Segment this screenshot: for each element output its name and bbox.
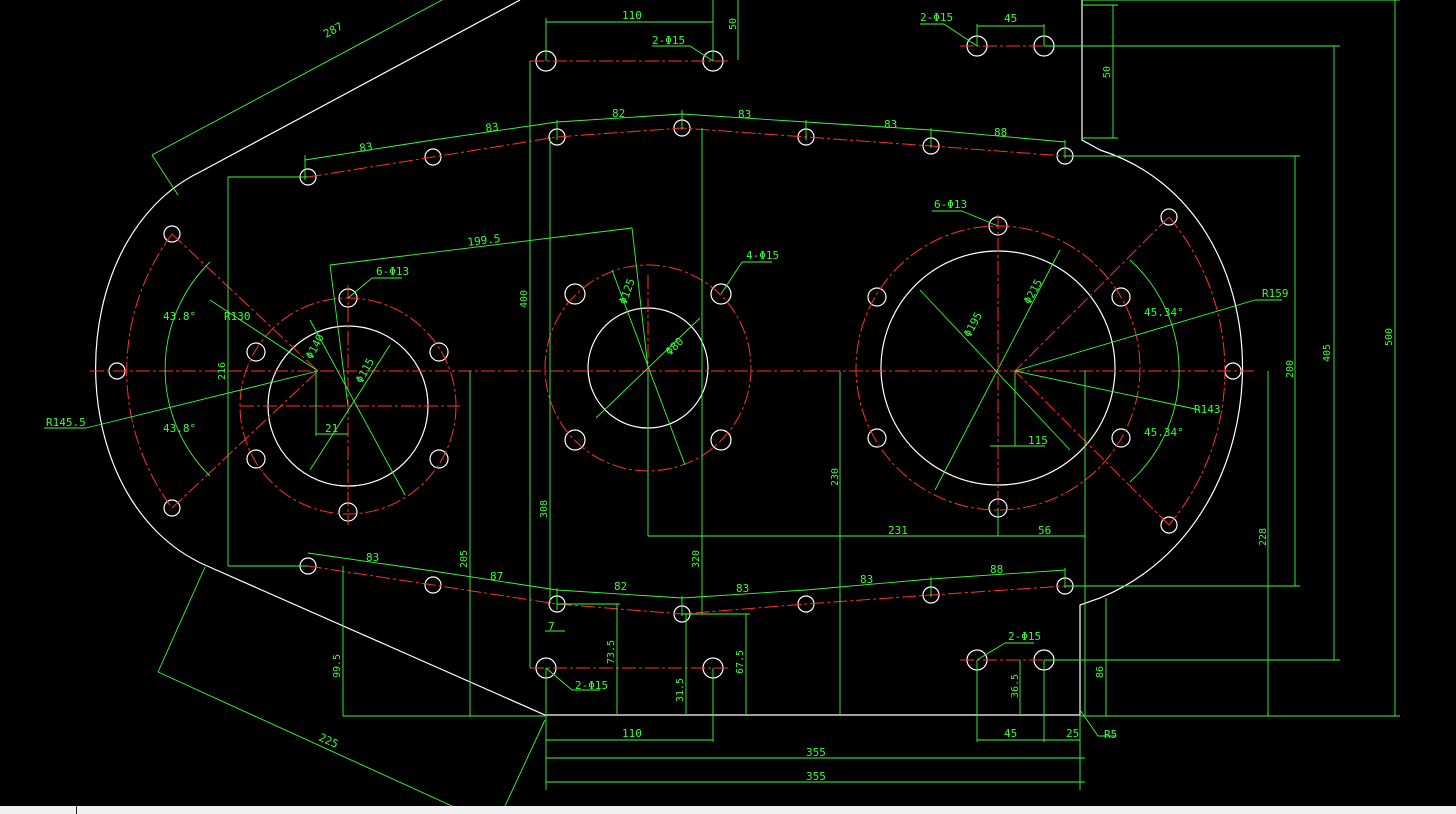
label-d195: Φ195 [961,310,985,340]
label-7: 7 [548,620,555,633]
label-400: 400 [519,290,530,308]
label-287: 287 [321,20,345,41]
label-50-top: 50 [728,18,739,30]
label-d80: Φ80 [663,335,686,358]
bolt-holes [108,35,1242,679]
label-r159: R159 [1262,287,1289,300]
label-2phi15-bot-a: 2-Φ15 [575,679,608,692]
label-bot-88: 88 [990,563,1003,576]
label-50-right: 50 [1102,66,1113,78]
label-r5: R5 [1104,728,1117,741]
label-r143: R143 [1194,403,1221,416]
label-6phi13-left: 6-Φ13 [376,265,409,278]
label-320: 320 [691,550,702,568]
label-arc-82-top: 82 [612,107,625,120]
label-r130: R130 [224,310,251,323]
label-arc-88-top: 88 [994,126,1007,139]
label-21: 21 [325,422,338,435]
label-205: 205 [459,550,470,568]
label-2phi15-bot-b: 2-Φ15 [1008,630,1041,643]
label-2phi15-top-a: 2-Φ15 [652,34,685,47]
center-lines [90,45,1255,669]
label-r145-5: R145.5 [46,416,86,429]
label-bot-87: 87 [490,570,503,583]
label-99-5: 99.5 [332,654,343,678]
label-31-5: 31.5 [675,678,686,702]
label-4phi15: 4-Φ15 [746,249,779,262]
part-outline [95,0,1243,716]
label-67-5: 67.5 [735,650,746,674]
label-199-5: 199.5 [467,232,501,249]
dimension-lines [44,0,1400,806]
label-d125: Φ125 [617,277,638,306]
label-arc-83-3: 83 [738,108,751,121]
label-arc-83-4: 83 [884,118,897,131]
label-200: 200 [1285,360,1296,378]
label-231: 231 [888,524,908,537]
label-230: 230 [830,468,841,486]
label-25-bot: 25 [1066,727,1079,740]
label-bot-83-2: 83 [736,582,749,595]
label-225: 225 [317,731,340,751]
label-115: 115 [1028,434,1048,447]
label-arc-83-2: 83 [485,120,500,135]
label-d215: Φ215 [1021,277,1045,307]
label-arc-83-1: 83 [358,140,373,155]
label-500: 500 [1384,328,1395,346]
label-45-34-b: 45.34° [1144,426,1184,439]
label-228: 228 [1258,528,1269,546]
label-bot-83-3: 83 [860,573,873,586]
label-110-top: 110 [622,9,642,22]
label-308: 308 [539,500,550,518]
label-2phi15-top-b: 2-Φ15 [920,11,953,24]
status-bar [0,806,1456,814]
label-6phi13-right: 6-Φ13 [934,198,967,211]
label-45-top: 45 [1004,12,1017,25]
label-36-5: 36.5 [1010,674,1021,698]
label-45-34-a: 45.34° [1144,306,1184,319]
label-43-8-a: 43.8° [163,310,196,323]
label-43-8-b: 43.8° [163,422,196,435]
label-216: 216 [217,362,228,380]
label-86: 86 [1095,666,1106,678]
label-45-bot: 45 [1004,727,1017,740]
status-bar-tick [76,806,77,814]
label-355-b: 355 [806,770,826,783]
label-355-a: 355 [806,746,826,759]
label-d140: Φ140 [303,332,327,362]
label-73-5: 73.5 [606,640,617,664]
label-56: 56 [1038,524,1051,537]
label-405: 405 [1322,344,1333,362]
label-bot-83-1: 83 [366,551,379,564]
label-110-bot: 110 [622,727,642,740]
dimension-labels: 110 50 2-Φ15 2-Φ15 45 50 287 83 83 82 83… [46,9,1395,783]
label-bot-82: 82 [614,580,627,593]
